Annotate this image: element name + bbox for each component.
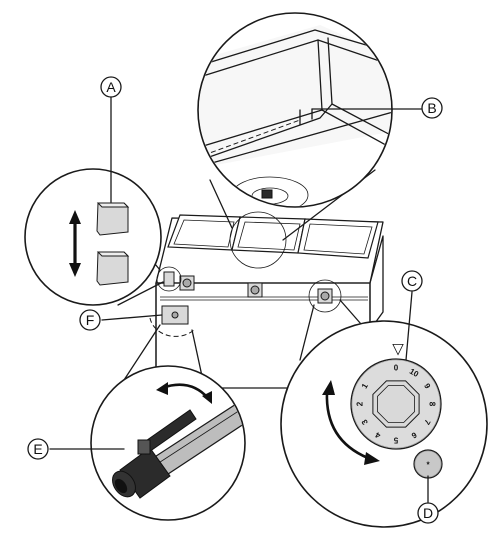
curved-double-arrow-icon [156, 382, 212, 404]
drain-valve-highlight [149, 317, 195, 337]
dial-scale-number: 2 [356, 401, 365, 406]
bain-marie-unit [149, 214, 384, 389]
thermostat-knob-middle[interactable] [247, 282, 263, 298]
gastronorm-pan-right [297, 218, 379, 259]
callout-b: B [421, 97, 443, 119]
callout-e-label: E [33, 441, 42, 457]
detail-pan-support [197, 12, 393, 208]
thermostat-knob-left[interactable] [179, 275, 195, 291]
dial-scale-number: 7 [422, 418, 432, 427]
knob-highlight-ring [308, 279, 342, 313]
dial-scale-number: 3 [360, 417, 370, 426]
callout-e: E [27, 438, 49, 460]
dial-knob[interactable] [372, 380, 420, 428]
indicator-switch[interactable] [163, 271, 175, 287]
side-panel [369, 235, 384, 331]
dial-pointer: ▽ [392, 341, 404, 358]
callout-c: C [401, 270, 423, 292]
callout-b-label: B [427, 100, 436, 116]
dial-scale-number: 0 [394, 364, 399, 373]
dial-scale-number: 6 [409, 430, 418, 440]
indicator-highlight-ring [156, 266, 182, 292]
thermostat-knob-right[interactable] [317, 288, 333, 304]
double-arrow-vertical-icon [69, 210, 81, 277]
foot-block-lower [96, 251, 129, 286]
dial-scale-number: 1 [360, 381, 370, 390]
callout-c-label: C [407, 273, 417, 289]
curved-double-arrow-icon [322, 380, 380, 465]
pan-corner-highlight-ring [229, 211, 287, 269]
detail-adjustable-feet [24, 168, 162, 306]
callout-d: D [417, 502, 439, 524]
callout-f-label: F [86, 312, 95, 328]
callout-a-label: A [106, 79, 116, 95]
top-frame [155, 217, 384, 284]
dial-scale-number: 9 [422, 382, 432, 391]
callout-d-label: D [423, 505, 433, 521]
reset-button[interactable]: * [413, 449, 443, 479]
dial-scale-number: 8 [428, 402, 437, 407]
dial-scale-number: 4 [373, 430, 382, 440]
detail-drain-valve [90, 365, 246, 521]
callout-leaders [49, 95, 429, 503]
dial-scale-number: 5 [393, 436, 398, 445]
callout-a: A [100, 76, 122, 98]
reset-button-symbol: * [426, 461, 430, 470]
foot-block-upper [96, 202, 129, 236]
callout-f: F [79, 309, 101, 331]
